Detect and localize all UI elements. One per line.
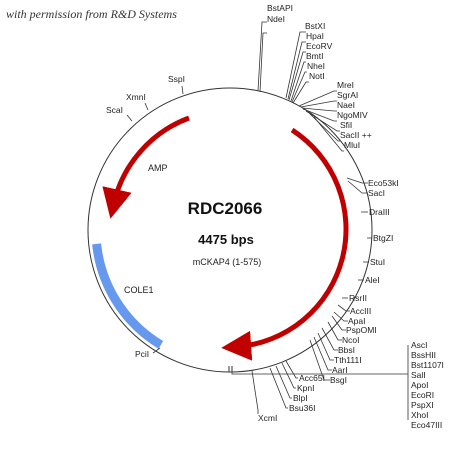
- bbsi-leader: [321, 327, 338, 351]
- blpi-leader: [275, 365, 292, 399]
- site-acc65i: Acc65I: [299, 373, 325, 383]
- amp-direction-arrow: [102, 115, 190, 219]
- site-apoi: ApoI: [411, 380, 429, 390]
- ncoi-leader: [327, 321, 342, 341]
- kpni-leader: [281, 362, 296, 389]
- site-eco47iii: Eco47III: [411, 420, 442, 430]
- site-ecori: EcoRI: [411, 390, 434, 400]
- site-pspomi: PspOMI: [346, 325, 377, 335]
- apai-leader: [333, 311, 348, 322]
- site-draiii: DraIII: [369, 207, 390, 217]
- site-sspi: SspI: [168, 74, 185, 84]
- site-saci: SacI: [368, 188, 385, 198]
- site-nhei: NheI: [307, 61, 325, 71]
- site-noti: NotI: [309, 71, 325, 81]
- site-stui: StuI: [370, 257, 385, 267]
- site-acciii: AccIII: [350, 306, 371, 316]
- permission-watermark: with permission from R&D Systems: [6, 7, 177, 21]
- site-asci: AscI: [411, 340, 428, 350]
- bmti-leader: [290, 61, 306, 102]
- plasmid-backbone-circle: [87, 87, 373, 373]
- site-rsrii: RsrII: [349, 293, 367, 303]
- acciii-leader: [337, 304, 350, 312]
- site-xcmi: XcmI: [258, 413, 277, 423]
- amp-label: AMP: [148, 163, 168, 173]
- site-mlui: MluI: [344, 140, 360, 150]
- site-bstapi: BstAPI: [267, 3, 293, 13]
- site-pspxi: PspXI: [411, 400, 434, 410]
- sspi-leader: [181, 85, 184, 95]
- plasmid-size: 4475 bps: [198, 232, 254, 247]
- site-bstxi: BstXI: [305, 21, 325, 31]
- xmni-leader: [144, 102, 149, 111]
- site-ticks: [228, 366, 233, 372]
- site-mrei: MreI: [337, 80, 354, 90]
- site-bsshii: BssHII: [411, 350, 436, 360]
- tth111i-leader: [317, 332, 334, 361]
- site-kpni: KpnI: [297, 383, 315, 393]
- acc65i-leader: [285, 360, 298, 379]
- site-sfii: SfiI: [340, 120, 352, 130]
- site-bsu36i: Bsu36I: [289, 403, 315, 413]
- ndei-leader: [259, 32, 267, 93]
- hpai-leader: [287, 41, 306, 100]
- saci-leader: [347, 180, 368, 194]
- site-bmti: BmtI: [306, 51, 323, 61]
- naei-leader: [301, 107, 337, 112]
- xcmi-leader: [251, 370, 259, 414]
- site-bst1107i: Bst1107I: [411, 360, 444, 370]
- scai-leader: [126, 114, 133, 122]
- pspomi-leader: [331, 315, 346, 331]
- ngomiv-leader: [302, 108, 337, 122]
- bstxi-leader: [285, 31, 306, 99]
- site-sgrai: SgrAI: [337, 90, 358, 100]
- bsu36i-leader: [269, 367, 288, 409]
- plasmid-name: RDC2066: [188, 199, 263, 218]
- site-blpi: BlpI: [293, 393, 308, 403]
- site-ecorv: EcoRV: [306, 41, 333, 51]
- site-apai: ApaI: [348, 316, 366, 326]
- cole1-label: COLE1: [124, 285, 154, 295]
- site-tth111i: Tth111I: [334, 355, 362, 365]
- bstapi-leader: [257, 21, 267, 92]
- site-xhoi: XhoI: [411, 410, 429, 420]
- site-alei: AleI: [365, 275, 380, 285]
- pcii-leader: [152, 347, 161, 354]
- site-ndei: NdeI: [267, 14, 285, 24]
- site-hpai: HpaI: [306, 31, 324, 41]
- site-bbsi: BbsI: [338, 345, 355, 355]
- site-sali: SalI: [411, 370, 426, 380]
- site-xmni: XmnI: [126, 92, 146, 102]
- site-naei: NaeI: [337, 100, 355, 110]
- site-ncoi: NcoI: [342, 335, 359, 345]
- noti-leader: [292, 81, 309, 104]
- aari-leader: [313, 336, 332, 371]
- site-btgzi: BtgZI: [373, 233, 393, 243]
- site-scai: ScaI: [106, 105, 123, 115]
- site-bsgi: BsgI: [330, 375, 347, 385]
- ecorv-leader: [288, 51, 306, 101]
- site-leader-lines: [126, 21, 409, 420]
- cole1-origin-arc: [92, 243, 164, 349]
- nhei-leader: [291, 71, 307, 103]
- insert-label: mCKAP4 (1-575): [193, 257, 262, 267]
- bsgi-leader: [309, 339, 330, 381]
- sgrai-leader: [300, 100, 337, 108]
- site-pcii: PciI: [135, 349, 149, 359]
- site-aari: AarI: [332, 365, 348, 375]
- site-eco53ki: Eco53kI: [368, 178, 399, 188]
- mlui-leader: [313, 116, 344, 152]
- mrei-leader: [298, 90, 337, 107]
- eco53ki-leader: [346, 177, 368, 184]
- sfii-leader: [305, 110, 340, 132]
- site-sacii: SacII ++: [340, 130, 372, 140]
- site-ngomiv: NgoMIV: [337, 110, 368, 120]
- insert-direction-arrow: [221, 127, 349, 361]
